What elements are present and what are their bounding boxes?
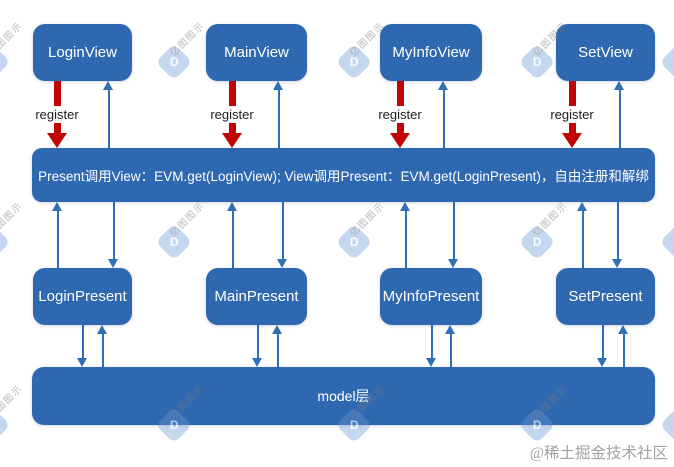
watermark-text: 亿图图示 bbox=[0, 20, 26, 60]
arrow-loginpresent-to-model bbox=[77, 325, 88, 367]
register-label: register bbox=[207, 106, 257, 123]
setpresent-box: SetPresent bbox=[556, 268, 655, 325]
watermark-text: 亿图图示 bbox=[531, 200, 571, 239]
watermark-text: 亿图图示 bbox=[0, 383, 26, 422]
edraw-logo-icon: D bbox=[335, 43, 373, 81]
arrow-evm-to-mainview bbox=[273, 81, 284, 148]
register-label: register bbox=[547, 106, 597, 123]
watermark-text: 亿图图示 bbox=[670, 198, 674, 239]
model-layer-bar: model层 bbox=[32, 367, 655, 425]
arrow-evm-to-loginpresent bbox=[108, 202, 119, 268]
watermark-text: 亿图图示 bbox=[670, 381, 674, 422]
myinfopresent-box: MyInfoPresent bbox=[380, 268, 482, 325]
watermark-text: 亿图图示 bbox=[168, 200, 208, 239]
edraw-logo-icon: D bbox=[155, 223, 193, 261]
edraw-logo-icon: D bbox=[518, 223, 556, 261]
arrow-mainpresent-to-model bbox=[252, 325, 263, 367]
evm-bar: Present调用View：EVM.get(LoginView); View调用… bbox=[32, 148, 655, 202]
watermark-text: 亿图图示 bbox=[348, 200, 388, 239]
arrow-evm-to-loginview bbox=[103, 81, 114, 148]
myinfoview-box: MyInfoView bbox=[380, 24, 482, 81]
edraw-logo-icon: D bbox=[518, 43, 556, 81]
edraw-logo-icon: D bbox=[0, 223, 11, 261]
edraw-logo-icon: D bbox=[659, 43, 674, 81]
mainpresent-box: MainPresent bbox=[206, 268, 307, 325]
watermark-text: 亿图图示 bbox=[0, 200, 26, 239]
edraw-logo-icon: D bbox=[335, 223, 373, 261]
arrow-evm-to-myinfoview bbox=[438, 81, 449, 148]
arrow-setpresent-to-model bbox=[597, 325, 608, 367]
loginview-box: LoginView bbox=[33, 24, 132, 81]
edraw-logo-icon: D bbox=[659, 406, 674, 444]
setview-box: SetView bbox=[556, 24, 655, 81]
mainview-box: MainView bbox=[206, 24, 307, 81]
edraw-logo-icon: D bbox=[0, 43, 11, 81]
loginpresent-box: LoginPresent bbox=[33, 268, 132, 325]
arrow-model-to-mainpresent bbox=[272, 325, 283, 367]
arrow-setpresent-to-evm bbox=[577, 202, 588, 268]
arrow-model-to-loginpresent bbox=[97, 325, 108, 367]
edraw-logo-icon: D bbox=[659, 223, 674, 261]
arrow-myinfopresent-to-evm bbox=[400, 202, 411, 268]
arrow-evm-to-setpresent bbox=[612, 202, 623, 268]
arrow-evm-to-mainpresent bbox=[277, 202, 288, 268]
arrow-mainpresent-to-evm bbox=[227, 202, 238, 268]
watermark-text: 亿图图示 bbox=[168, 20, 208, 60]
arrow-model-to-setpresent bbox=[618, 325, 629, 367]
arrow-myinfopresent-to-model bbox=[426, 325, 437, 367]
credit-text: @稀土掘金技术社区 bbox=[529, 445, 668, 462]
edraw-logo-icon: D bbox=[155, 43, 193, 81]
arrow-model-to-myinfopresent bbox=[445, 325, 456, 367]
register-label: register bbox=[375, 106, 425, 123]
arrow-evm-to-setview bbox=[614, 81, 625, 148]
edraw-logo-icon: D bbox=[0, 406, 11, 444]
watermark-text: 亿图图示 bbox=[670, 18, 674, 59]
register-label: register bbox=[32, 106, 82, 123]
arrow-loginpresent-to-evm bbox=[52, 202, 63, 268]
arrow-evm-to-myinfopresent bbox=[448, 202, 459, 268]
